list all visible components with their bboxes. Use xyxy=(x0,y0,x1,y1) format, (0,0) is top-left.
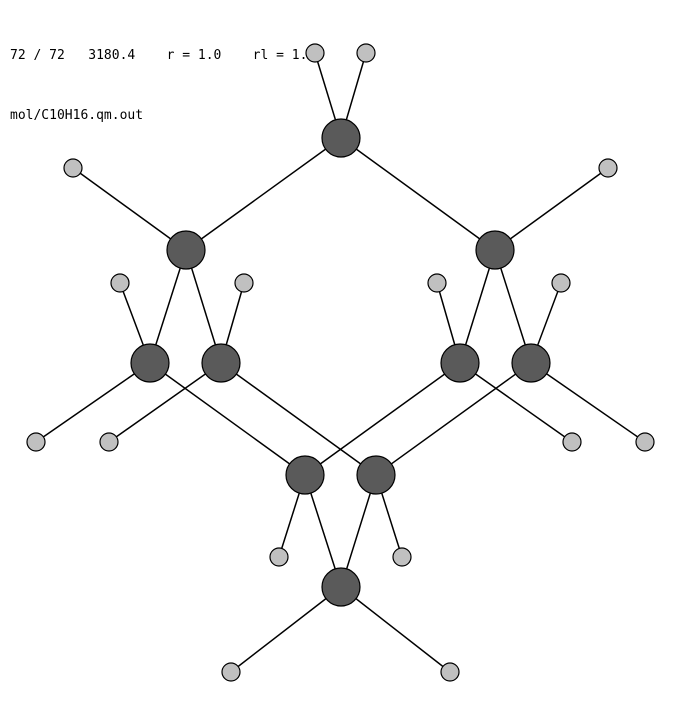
bond-c3-h4 xyxy=(494,167,609,251)
carbon-atom-c8 xyxy=(285,455,325,495)
bond-c3-c7 xyxy=(494,249,532,364)
r-parameter: r = 1.0 xyxy=(166,48,222,63)
atoms-layer xyxy=(26,43,655,682)
bond-c5-c9 xyxy=(220,362,377,476)
bond-c2-c5 xyxy=(185,249,222,364)
hydrogen-atom-h8 xyxy=(99,432,119,452)
bond-c4-c8 xyxy=(149,362,306,476)
bond-c6-h10 xyxy=(459,362,573,443)
bond-c4-h6 xyxy=(35,362,151,443)
hydrogen-atom-h16 xyxy=(440,662,460,682)
hydrogen-atom-h12 xyxy=(635,432,655,452)
bond-c6-c8 xyxy=(304,362,461,476)
hydrogen-atom-h13 xyxy=(269,547,289,567)
carbon-atom-c5 xyxy=(201,343,241,383)
hydrogen-atom-h15 xyxy=(221,662,241,682)
hydrogen-atom-h7 xyxy=(234,273,254,293)
hydrogen-atom-h11 xyxy=(551,273,571,293)
hydrogen-atom-h1 xyxy=(305,43,325,63)
carbon-atom-c6 xyxy=(440,343,480,383)
bond-c1-c3 xyxy=(340,137,496,251)
filename-line: mol/C10H16.qm.out xyxy=(10,106,315,126)
hydrogen-atom-h6 xyxy=(26,432,46,452)
bond-c7-c9 xyxy=(375,362,532,476)
hydrogen-atom-h3 xyxy=(63,158,83,178)
carbon-atom-c10 xyxy=(321,567,361,607)
bond-c2-c4 xyxy=(149,249,187,364)
bond-c5-h8 xyxy=(108,362,222,443)
bond-c3-c6 xyxy=(459,249,496,364)
carbon-atom-c9 xyxy=(356,455,396,495)
frame-counter: 72 / 72 xyxy=(10,48,65,63)
bond-c8-c10 xyxy=(304,474,342,588)
bond-c10-h16 xyxy=(340,586,451,673)
hydrogen-atom-h5 xyxy=(110,273,130,293)
carbon-atom-c2 xyxy=(166,230,206,270)
hydrogen-atom-h4 xyxy=(598,158,618,178)
hydrogen-atom-h2 xyxy=(356,43,376,63)
carbon-atom-c4 xyxy=(130,343,170,383)
bond-c7-h12 xyxy=(530,362,646,443)
carbon-atom-c3 xyxy=(475,230,515,270)
bond-c2-h3 xyxy=(72,167,187,251)
carbon-atom-c7 xyxy=(511,343,551,383)
hydrogen-atom-h10 xyxy=(562,432,582,452)
energy-value: 3180.4 xyxy=(88,48,136,63)
hydrogen-atom-h9 xyxy=(427,273,447,293)
bond-c1-c2 xyxy=(185,137,342,251)
carbon-atom-c1 xyxy=(321,118,361,158)
bond-c10-h15 xyxy=(230,586,342,673)
filename: mol/C10H16.qm.out xyxy=(10,108,144,123)
hydrogen-atom-h14 xyxy=(392,547,412,567)
